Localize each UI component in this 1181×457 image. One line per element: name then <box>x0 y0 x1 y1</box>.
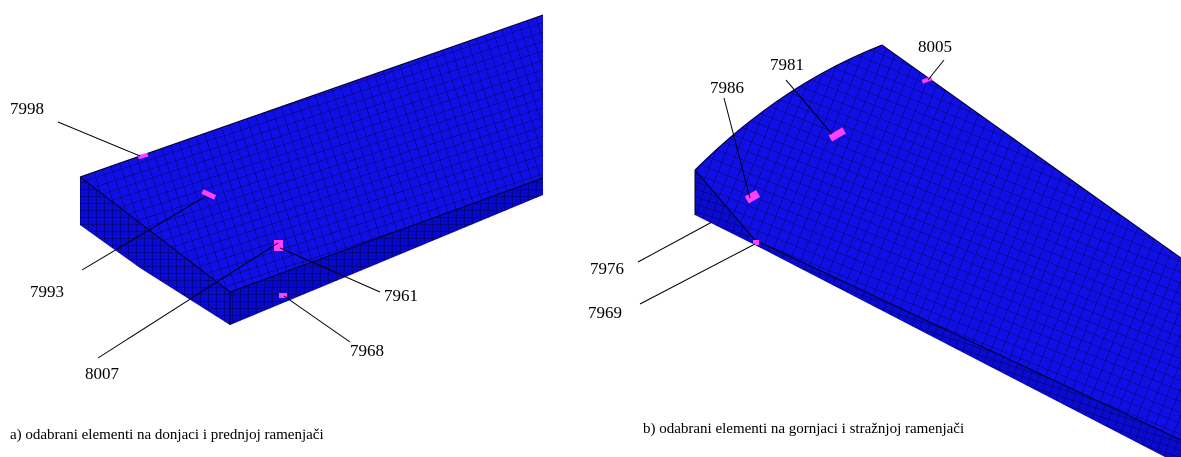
element-7961-marker <box>274 240 283 251</box>
label-7981: 7981 <box>770 55 804 74</box>
label-7986: 7986 <box>710 78 744 97</box>
label-7993: 7993 <box>30 282 64 301</box>
label-7969: 7969 <box>588 303 622 322</box>
leader-7986 <box>723 97 751 199</box>
caption-panel-a: a) odabrani elementi na donjaci i prednj… <box>10 427 324 443</box>
leader-7969 <box>639 243 756 305</box>
label-7976: 7976 <box>590 259 624 278</box>
label-7961: 7961 <box>384 286 418 305</box>
element-7968-marker <box>279 293 287 298</box>
leader-7998 <box>57 121 141 157</box>
leader-7968 <box>283 295 351 343</box>
mesh-model-a: 7998 7993 8007 7961 7968 <box>10 14 544 383</box>
leader-7981 <box>785 79 833 135</box>
caption-panel-b: b) odabrani elementi na gornjaci i straž… <box>643 421 965 437</box>
leader-7993 <box>81 195 207 271</box>
leader-8005 <box>927 59 945 81</box>
element-7981-marker <box>828 127 846 142</box>
label-8005: 8005 <box>918 37 952 56</box>
element-7998-marker <box>137 152 149 160</box>
element-7986-marker <box>744 190 761 204</box>
mesh-model-b: 7986 7981 8005 7976 7969 <box>588 37 1181 457</box>
label-7998: 7998 <box>10 99 44 118</box>
element-7969-marker <box>753 240 759 245</box>
label-8007: 8007 <box>85 364 120 383</box>
element-7993-marker <box>201 189 217 200</box>
leader-7976 <box>637 221 713 263</box>
leader-7961 <box>279 247 381 293</box>
leader-8007 <box>97 242 279 359</box>
label-7968: 7968 <box>350 341 384 360</box>
